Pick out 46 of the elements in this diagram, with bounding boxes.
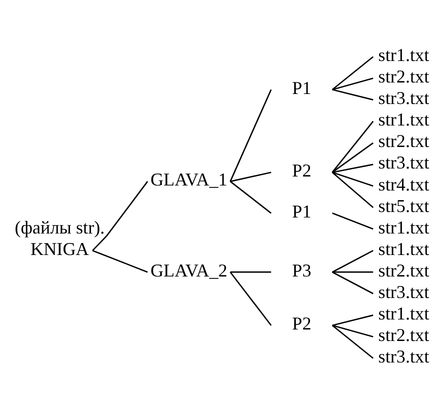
connector bbox=[332, 172, 374, 208]
node-text: KNIGA bbox=[30, 238, 89, 259]
node-text: str5.txt bbox=[378, 196, 430, 216]
connector bbox=[332, 56, 374, 90]
connector bbox=[332, 212, 374, 230]
node-text: str3.txt bbox=[378, 152, 430, 173]
connector bbox=[92, 250, 148, 273]
connector bbox=[332, 324, 374, 338]
node-text: str3.txt bbox=[378, 88, 430, 108]
node-text: str1.txt bbox=[378, 217, 430, 238]
connector bbox=[332, 271, 374, 273]
connector bbox=[332, 314, 374, 326]
node-text: GLAVA_1 bbox=[150, 170, 228, 190]
connector bbox=[332, 78, 374, 90]
node-text: str4.txt bbox=[378, 174, 430, 194]
node-text: str2.txt bbox=[378, 131, 430, 152]
node-text: str1.txt bbox=[378, 110, 430, 130]
node-text: str1.txt bbox=[378, 45, 430, 66]
node-text: P1 bbox=[292, 78, 312, 98]
connector bbox=[332, 172, 374, 187]
node-text: str3.txt bbox=[378, 346, 430, 367]
connector bbox=[332, 120, 374, 173]
connector bbox=[230, 272, 272, 326]
node-text: GLAVA_2 bbox=[150, 260, 228, 280]
node-text: P1 bbox=[292, 201, 312, 222]
connector bbox=[332, 142, 374, 173]
node-text: str3.txt bbox=[378, 282, 430, 302]
label: (файлы str). bbox=[14, 217, 105, 238]
node-text: P2 bbox=[292, 160, 312, 181]
node-text: P3 bbox=[292, 260, 312, 280]
node-text: P2 bbox=[292, 314, 312, 334]
connector bbox=[230, 180, 272, 214]
connector bbox=[332, 272, 374, 294]
node-text: str2.txt bbox=[378, 325, 430, 346]
connector bbox=[230, 89, 272, 182]
node-text: str1.txt bbox=[378, 238, 430, 259]
node-text: str2.txt bbox=[378, 260, 430, 280]
node-text: str1.txt bbox=[378, 303, 430, 324]
connector bbox=[230, 271, 272, 273]
connector bbox=[230, 172, 272, 182]
connector bbox=[332, 164, 374, 174]
connector bbox=[332, 88, 374, 100]
node-text: str2.txt bbox=[378, 66, 430, 87]
connector bbox=[92, 181, 148, 252]
connector bbox=[332, 324, 374, 359]
connector bbox=[332, 250, 374, 273]
